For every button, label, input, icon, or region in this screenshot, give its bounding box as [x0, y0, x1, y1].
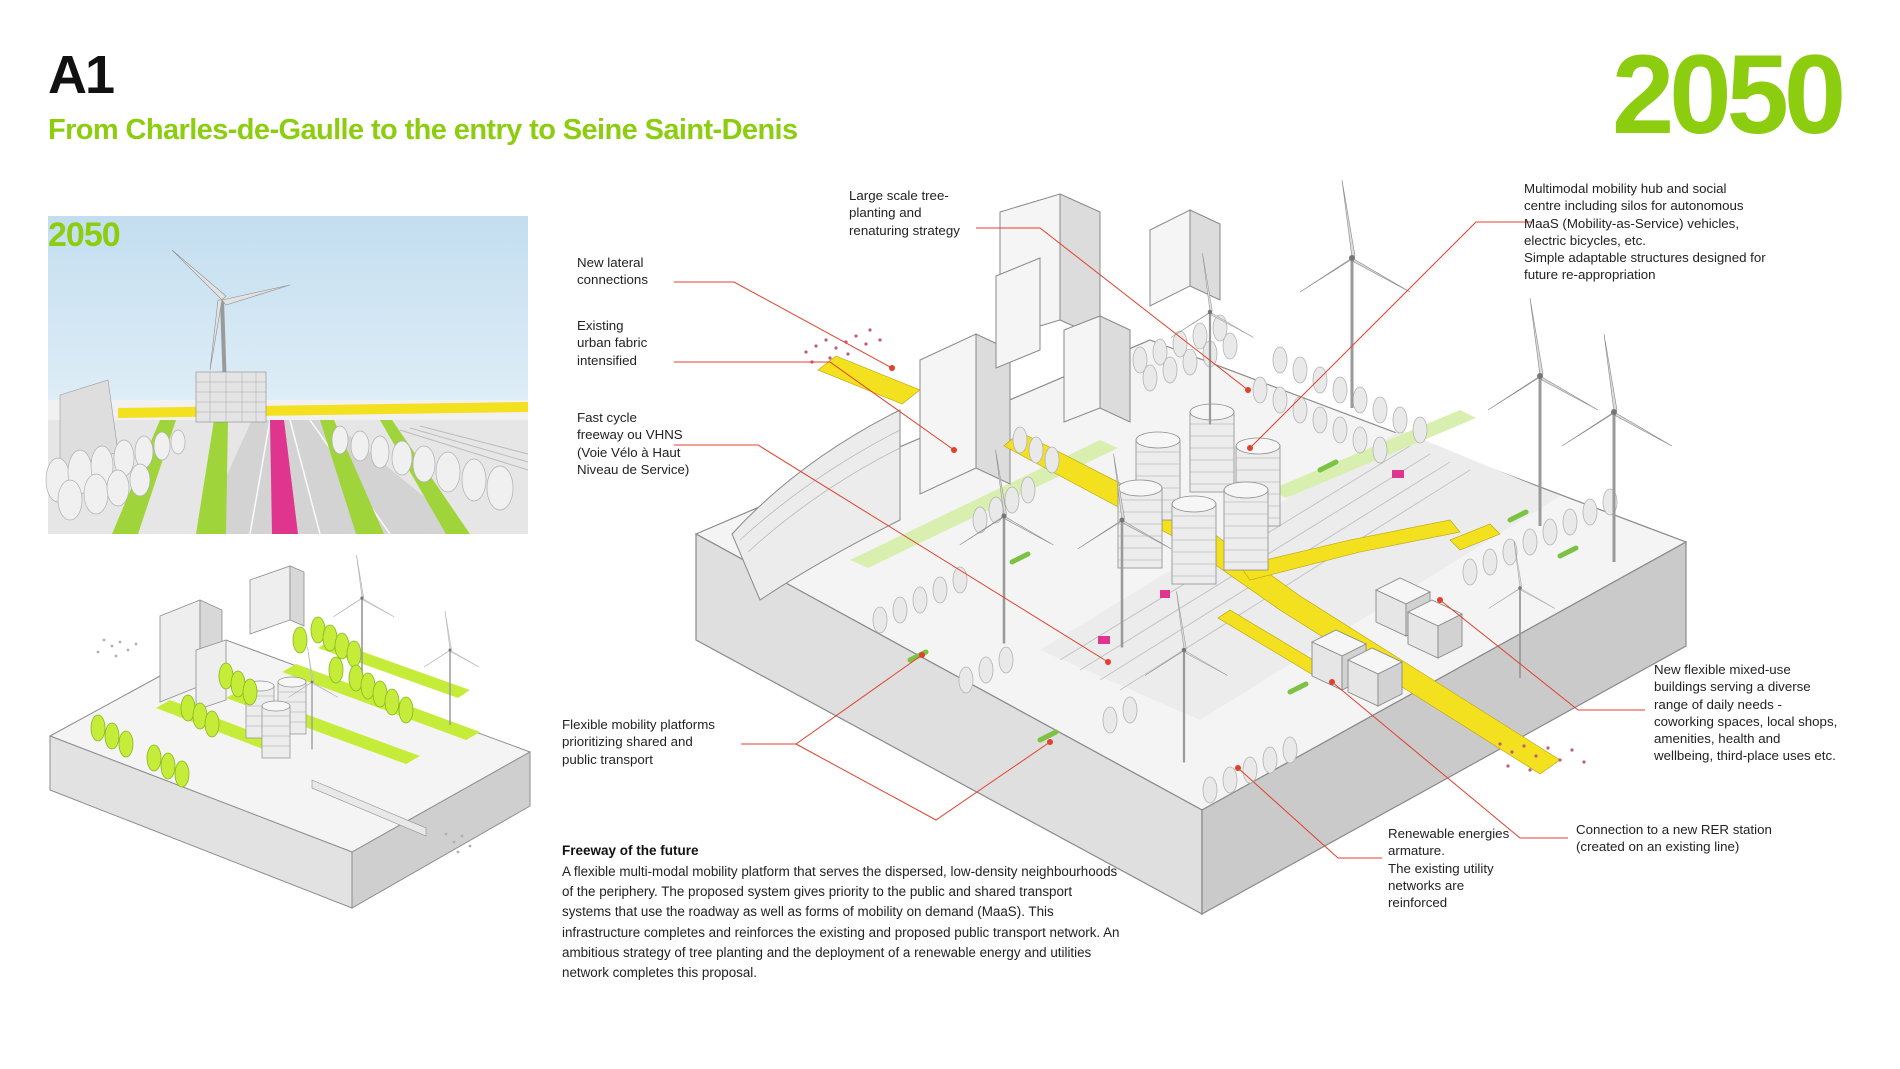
annotation-line: range of daily needs - [1654, 696, 1782, 712]
annotation-cycle-freeway: Fast cycle freeway ou VHNS (Voie Vélo à … [577, 409, 689, 478]
annotation-line: Connection to a new RER station [1576, 822, 1772, 837]
annotation-line: coworking spaces, local shops, [1654, 713, 1838, 729]
callout-lines [674, 221, 1645, 859]
annotation-line: amenities, health and [1654, 731, 1781, 747]
annotation-line: future re-appropriation [1524, 267, 1656, 283]
annotation-mobility-platforms: Flexible mobility platforms prioritizing… [562, 716, 715, 768]
annotation-line: Flexible mobility platforms [562, 717, 715, 732]
annotation-line: networks are [1388, 877, 1465, 893]
perspective-year-badge: 2050 [48, 216, 120, 254]
annotation-line: New flexible mixed-use [1654, 662, 1791, 677]
annotation-urban-fabric: Existing urban fabric intensified [577, 317, 647, 369]
callout-markers [889, 365, 1443, 771]
annotation-line: public transport [562, 751, 653, 767]
annotation-line: prioritizing shared and [562, 734, 693, 750]
annotation-rer-station: Connection to a new RER station (created… [1576, 821, 1772, 856]
annotation-line: buildings serving a diverse [1654, 679, 1811, 695]
annotation-line: connections [577, 272, 648, 288]
main-axonometric [694, 178, 1688, 916]
annotation-line: reinforced [1388, 895, 1448, 911]
annotation-lateral-connections: New lateral connections [577, 254, 648, 289]
annotation-renewable-energies: Renewable energies armature. The existin… [1388, 825, 1509, 911]
board-subtitle: From Charles-de-Gaulle to the entry to S… [48, 114, 798, 146]
annotation-line: Multimodal mobility hub and social [1524, 181, 1727, 196]
perspective-render [45, 216, 529, 535]
annotation-line: urban fabric [577, 335, 648, 351]
annotation-line: (created on an existing line) [1576, 839, 1740, 855]
annotation-line: freeway ou VHNS [577, 427, 683, 443]
annotation-line: (Voie Vélo à Haut [577, 444, 681, 460]
year-heading: 2050 [1612, 32, 1846, 157]
annotation-tree-planting: Large scale tree- planting and renaturin… [849, 187, 960, 239]
annotation-line: Existing [577, 318, 624, 333]
annotation-line: Fast cycle [577, 410, 637, 425]
annotation-line: planting and [849, 205, 922, 221]
annotation-line: New lateral [577, 255, 644, 270]
annotation-line: centre including silos for autonomous [1524, 198, 1744, 214]
annotation-line: Niveau de Service) [577, 461, 690, 477]
annotation-line: intensified [577, 352, 637, 368]
annotation-line: Renewable energies [1388, 826, 1510, 841]
annotation-line: Large scale tree- [849, 188, 949, 203]
small-axonometric [48, 554, 532, 909]
annotation-line: Simple adaptable structures designed for [1524, 250, 1766, 266]
annotation-line: armature. [1388, 843, 1445, 859]
annotation-mixed-use-buildings: New flexible mixed-use buildings serving… [1654, 661, 1837, 765]
annotation-line: The existing utility [1388, 860, 1494, 876]
description-title: Freeway of the future [562, 843, 699, 858]
annotation-line: renaturing strategy [849, 222, 960, 238]
description-text: A flexible multi-modal mobility platform… [562, 864, 1120, 981]
annotation-line: electric bicycles, etc. [1524, 232, 1646, 248]
annotation-line: MaaS (Mobility-as-Service) vehicles, [1524, 215, 1740, 231]
annotation-line: wellbeing, third-place uses etc. [1654, 748, 1836, 764]
board-code: A1 [48, 45, 115, 105]
annotation-mobility-hub: Multimodal mobility hub and social centr… [1524, 180, 1766, 284]
